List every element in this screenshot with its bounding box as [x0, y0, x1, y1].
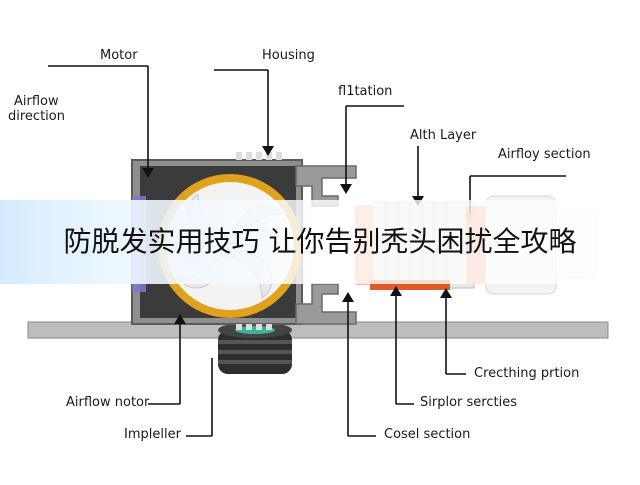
label-filtation: fl1tation	[338, 84, 393, 99]
label-airfloy-section: Airfloy section	[498, 147, 591, 162]
filtration-frame	[295, 165, 357, 325]
label-impeller: Impleller	[124, 427, 181, 442]
label-crecthing-prtion: Crecthing prtion	[474, 366, 580, 381]
title-banner	[0, 200, 640, 284]
label-airflow-direction-1: Airflow	[14, 94, 59, 109]
impeller-drum	[218, 322, 292, 374]
leader-arrows	[142, 146, 452, 324]
label-sirplor-serties: Sirplor sercties	[420, 395, 517, 410]
label-airflow-direction-2: direction	[8, 109, 65, 124]
label-airflow-notor: Airflow notor	[66, 395, 150, 410]
leader-lines	[48, 65, 566, 437]
section-base-strip	[370, 280, 450, 290]
label-housing: Housing	[262, 48, 315, 63]
overlay-title: 防脱发实用技巧 让你告别秃头困扰全攻略	[63, 225, 577, 258]
label-motor: Motor	[100, 48, 138, 63]
label-alth-layer: Alth Layer	[410, 128, 477, 143]
label-cosel-section: Cosel section	[384, 427, 471, 442]
